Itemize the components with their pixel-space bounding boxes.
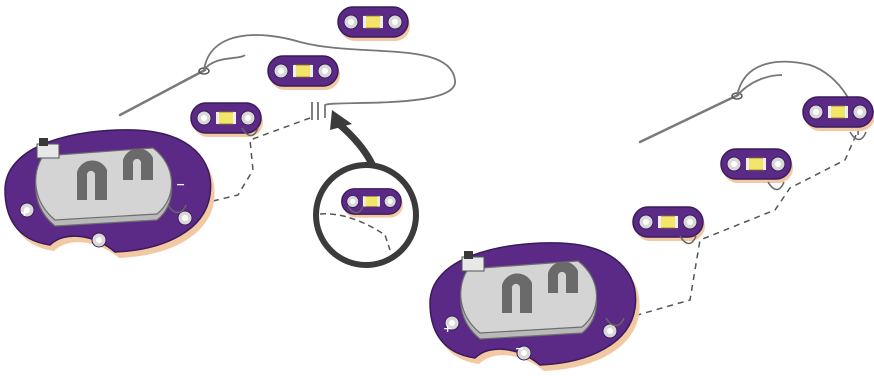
battery-plus-label: +	[20, 206, 29, 219]
led-board	[268, 56, 340, 90]
led-board	[633, 207, 705, 241]
needle-icon	[640, 93, 742, 142]
callout-led-board	[342, 189, 403, 218]
battery-minus-label: −	[515, 342, 524, 355]
battery-holder	[5, 130, 215, 258]
led-board	[338, 7, 410, 41]
led-board	[191, 103, 263, 137]
right-panel: + −	[430, 62, 874, 371]
callout-magnifier	[316, 110, 416, 265]
battery-plus-label: +	[443, 322, 452, 335]
led-board	[721, 149, 793, 183]
left-panel: + −	[5, 7, 455, 265]
thread-tail	[204, 55, 245, 70]
battery-minus-label: −	[176, 178, 185, 191]
led-board	[803, 97, 874, 131]
battery-holder	[430, 243, 640, 371]
